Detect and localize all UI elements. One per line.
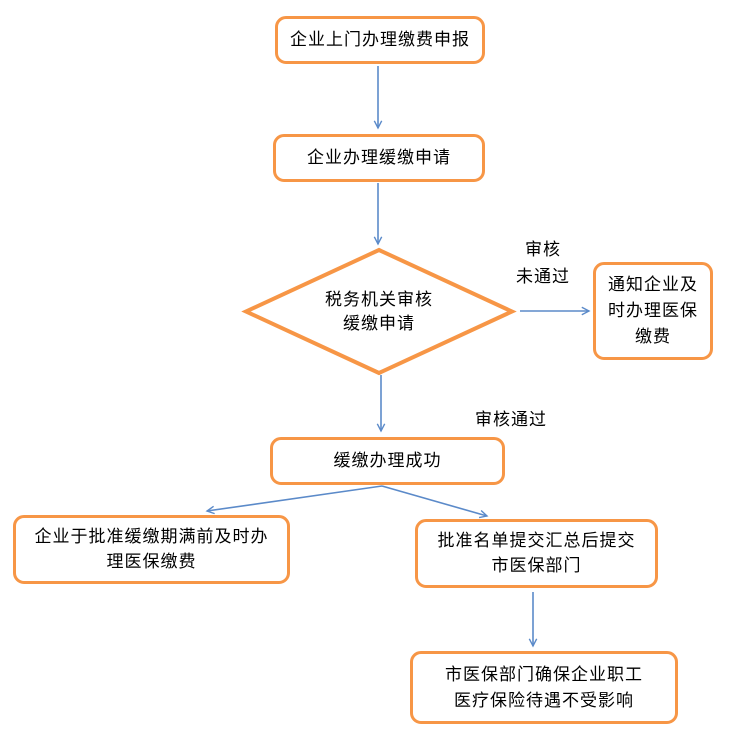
flow-node-declare: 企业上门办理缴费申报 — [275, 16, 485, 64]
flow-node-pay-before-due: 企业于批准缓缴期满前及时办 理医保缴费 — [13, 515, 290, 584]
edge-label-approve: 审核通过 — [475, 410, 547, 430]
flow-node-review-label: 税务机关审核 缓缴申请 — [325, 290, 433, 334]
flow-node-notify: 通知企业及 时办理医保 缴费 — [593, 262, 713, 360]
edge-label-reject: 审核 未通过 — [516, 240, 570, 287]
flow-node-success: 缓缴办理成功 — [270, 437, 505, 485]
flow-node-apply: 企业办理缓缴申请 — [273, 134, 485, 182]
flow-node-submit-list: 批准名单提交汇总后提交 市医保部门 — [415, 519, 658, 588]
flow-node-ensure-benefit: 市医保部门确保企业职工 医疗保险待遇不受影响 — [410, 651, 678, 724]
arrow-success-to-pay-before-due — [205, 485, 383, 515]
decision-diamond-shape — [241, 247, 517, 376]
arrow-success-to-submit-list — [381, 485, 489, 519]
